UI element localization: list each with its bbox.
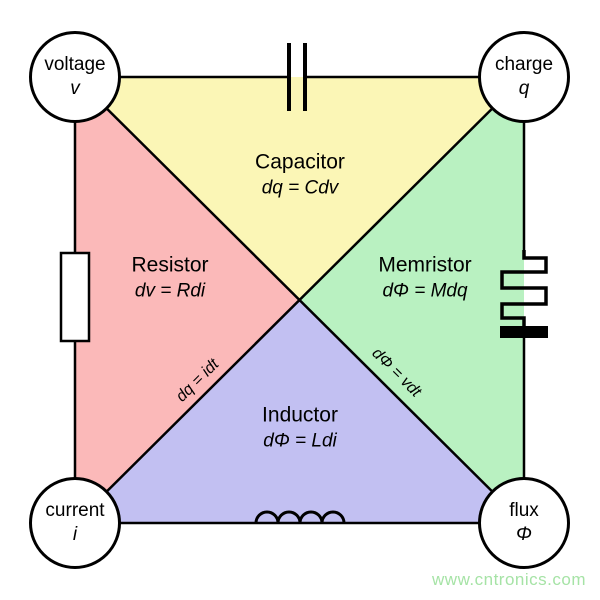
resistor-label: Resistor dv = Rdi (131, 252, 208, 305)
memristor-formula: dΦ = Mdq (382, 280, 468, 302)
node-current-symbol: i (72, 524, 78, 545)
node-charge-symbol: q (518, 78, 530, 99)
inductor-name: Inductor (262, 403, 338, 427)
capacitor-formula: dq = Cdv (261, 177, 339, 199)
inductor-symbol-icon (254, 510, 346, 524)
resistor-region (75, 77, 300, 523)
inductor-label: Inductor dΦ = Ldi (262, 402, 338, 455)
memristor-label: Memristor dΦ = Mdq (378, 252, 471, 305)
node-flux: flux Φ (478, 477, 570, 569)
node-current: current i (29, 477, 121, 569)
capacitor-name: Capacitor (255, 150, 345, 174)
diagram-lines (73, 75, 526, 525)
memristor-wave (500, 250, 548, 326)
memristor-name: Memristor (378, 253, 472, 277)
resistor-symbol-icon (59, 251, 91, 343)
memristor-symbol-icon (500, 250, 548, 338)
inductor-formula: dΦ = Ldi (263, 430, 337, 452)
node-charge-label: charge (494, 54, 554, 76)
node-flux-symbol: Φ (516, 524, 532, 545)
node-current-label: current (45, 500, 105, 522)
node-voltage: voltage v (29, 31, 121, 123)
node-voltage-label: voltage (44, 54, 106, 76)
capacitor-region (75, 77, 524, 300)
inductor-region (75, 300, 524, 523)
resistor-name: Resistor (131, 253, 209, 277)
memristor-region (300, 77, 524, 523)
memristor-end-bar (500, 326, 548, 338)
node-voltage-symbol: v (70, 78, 80, 99)
capacitor-symbol-icon (287, 43, 307, 111)
resistor-formula: dv = Rdi (134, 280, 206, 302)
node-charge: charge q (478, 31, 570, 123)
diagonal-current-charge (74, 76, 525, 524)
capacitor-label: Capacitor dq = Cdv (255, 149, 345, 202)
watermark-text: www.cntronics.com (432, 570, 586, 589)
node-flux-label: flux (509, 500, 539, 522)
